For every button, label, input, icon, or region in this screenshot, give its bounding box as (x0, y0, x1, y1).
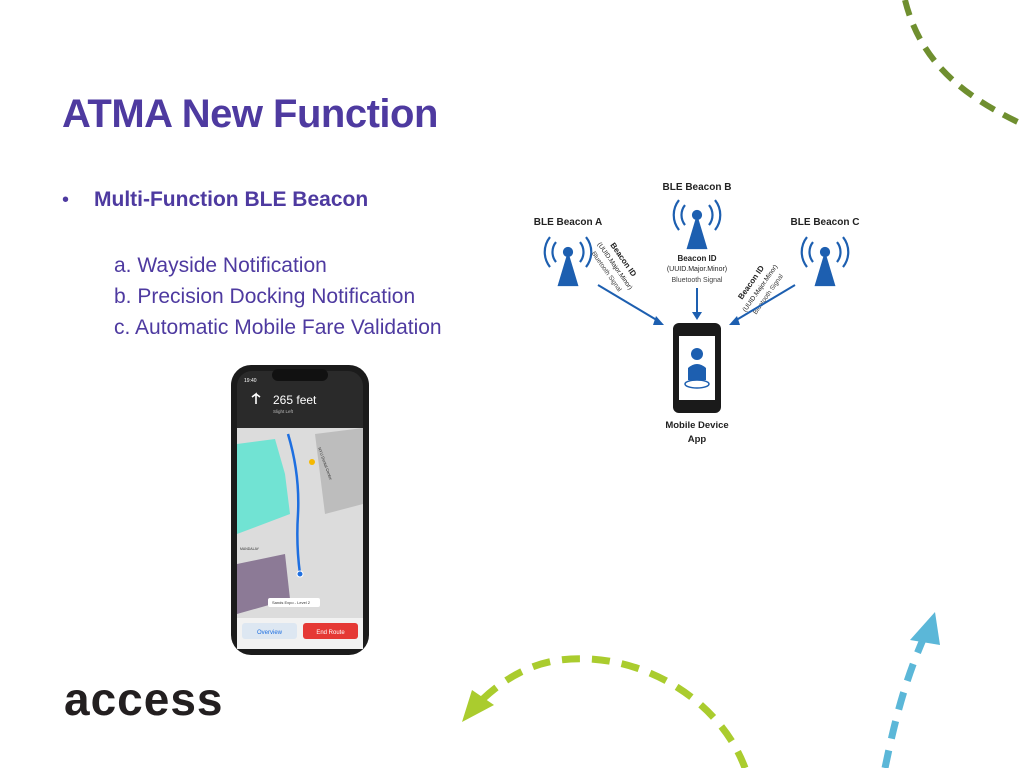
function-item: c. Automatic Mobile Fare Validation (114, 316, 442, 339)
beacon-a-label: BLE Beacon A (534, 217, 603, 228)
device-label-line1: Mobile Device (665, 420, 728, 431)
nav-instruction: Slight Left (273, 409, 294, 414)
beacon-b-icon (672, 199, 722, 250)
function-list: a. Wayside Notification b. Precision Doc… (114, 250, 442, 343)
beacon-b-id: Beacon ID (677, 254, 716, 263)
beacon-b-uuid: (UUID.Major.Minor) (667, 266, 727, 273)
device-label-line2: App (688, 434, 707, 445)
overview-button[interactable] (242, 623, 297, 639)
beacon-a-icon (543, 236, 593, 287)
function-item: a. Wayside Notification (114, 254, 327, 277)
bullet-symbol: • (62, 188, 70, 211)
route-line (286, 433, 302, 575)
beacon-c-label: BLE Beacon C (791, 217, 860, 228)
beacon-b-signal: Bluetooth Signal (672, 277, 723, 284)
end-route-button-label: End Route (316, 630, 345, 636)
overview-button-label: Overview (257, 630, 283, 636)
slide-title: ATMA New Function (62, 92, 438, 136)
user-icon (691, 348, 703, 360)
end-route-button[interactable] (303, 623, 358, 639)
right-arrowhead (910, 612, 940, 645)
access-logo: access (64, 673, 224, 725)
beacon-a-text: Beacon ID (UUID.Major.Minor) Bluetooth S… (590, 241, 639, 294)
beacon-c-arrow (732, 284, 796, 323)
beacon-b-label: BLE Beacon B (663, 182, 732, 193)
turn-arrow-icon (251, 392, 261, 404)
right-dashed-arc (881, 633, 929, 768)
map-side-label: MANDALAY (240, 547, 260, 551)
nav-distance: 265 feet (273, 393, 317, 407)
bullet-label: Multi-Function BLE Beacon (94, 188, 369, 211)
map-water (237, 439, 290, 534)
phone-screenshot: 19:40 265 feet Slight Left NYU Dental Ce… (231, 365, 369, 655)
top-right-dashed-arc (902, 0, 1024, 128)
bullet-item: • Multi-Function BLE Beacon (62, 188, 368, 212)
destination-pin-icon (309, 459, 315, 465)
map-level-label: Sands Expo - Level 2 (272, 600, 311, 605)
current-location-icon (296, 570, 304, 578)
beacon-a-arrow (597, 284, 661, 323)
status-time: 19:40 (244, 378, 257, 384)
ble-beacon-diagram: BLE Beacon B Beacon ID (UUID.Major.Minor… (534, 182, 860, 445)
bottom-arrowhead (462, 690, 494, 722)
bottom-dashed-arc (467, 655, 749, 768)
beacon-c-text: Beacon ID (UUID.Major.Minor) Bluetooth S… (736, 264, 785, 316)
phone-notch (272, 369, 328, 381)
function-item: b. Precision Docking Notification (114, 285, 416, 308)
beacon-c-icon (800, 236, 850, 287)
